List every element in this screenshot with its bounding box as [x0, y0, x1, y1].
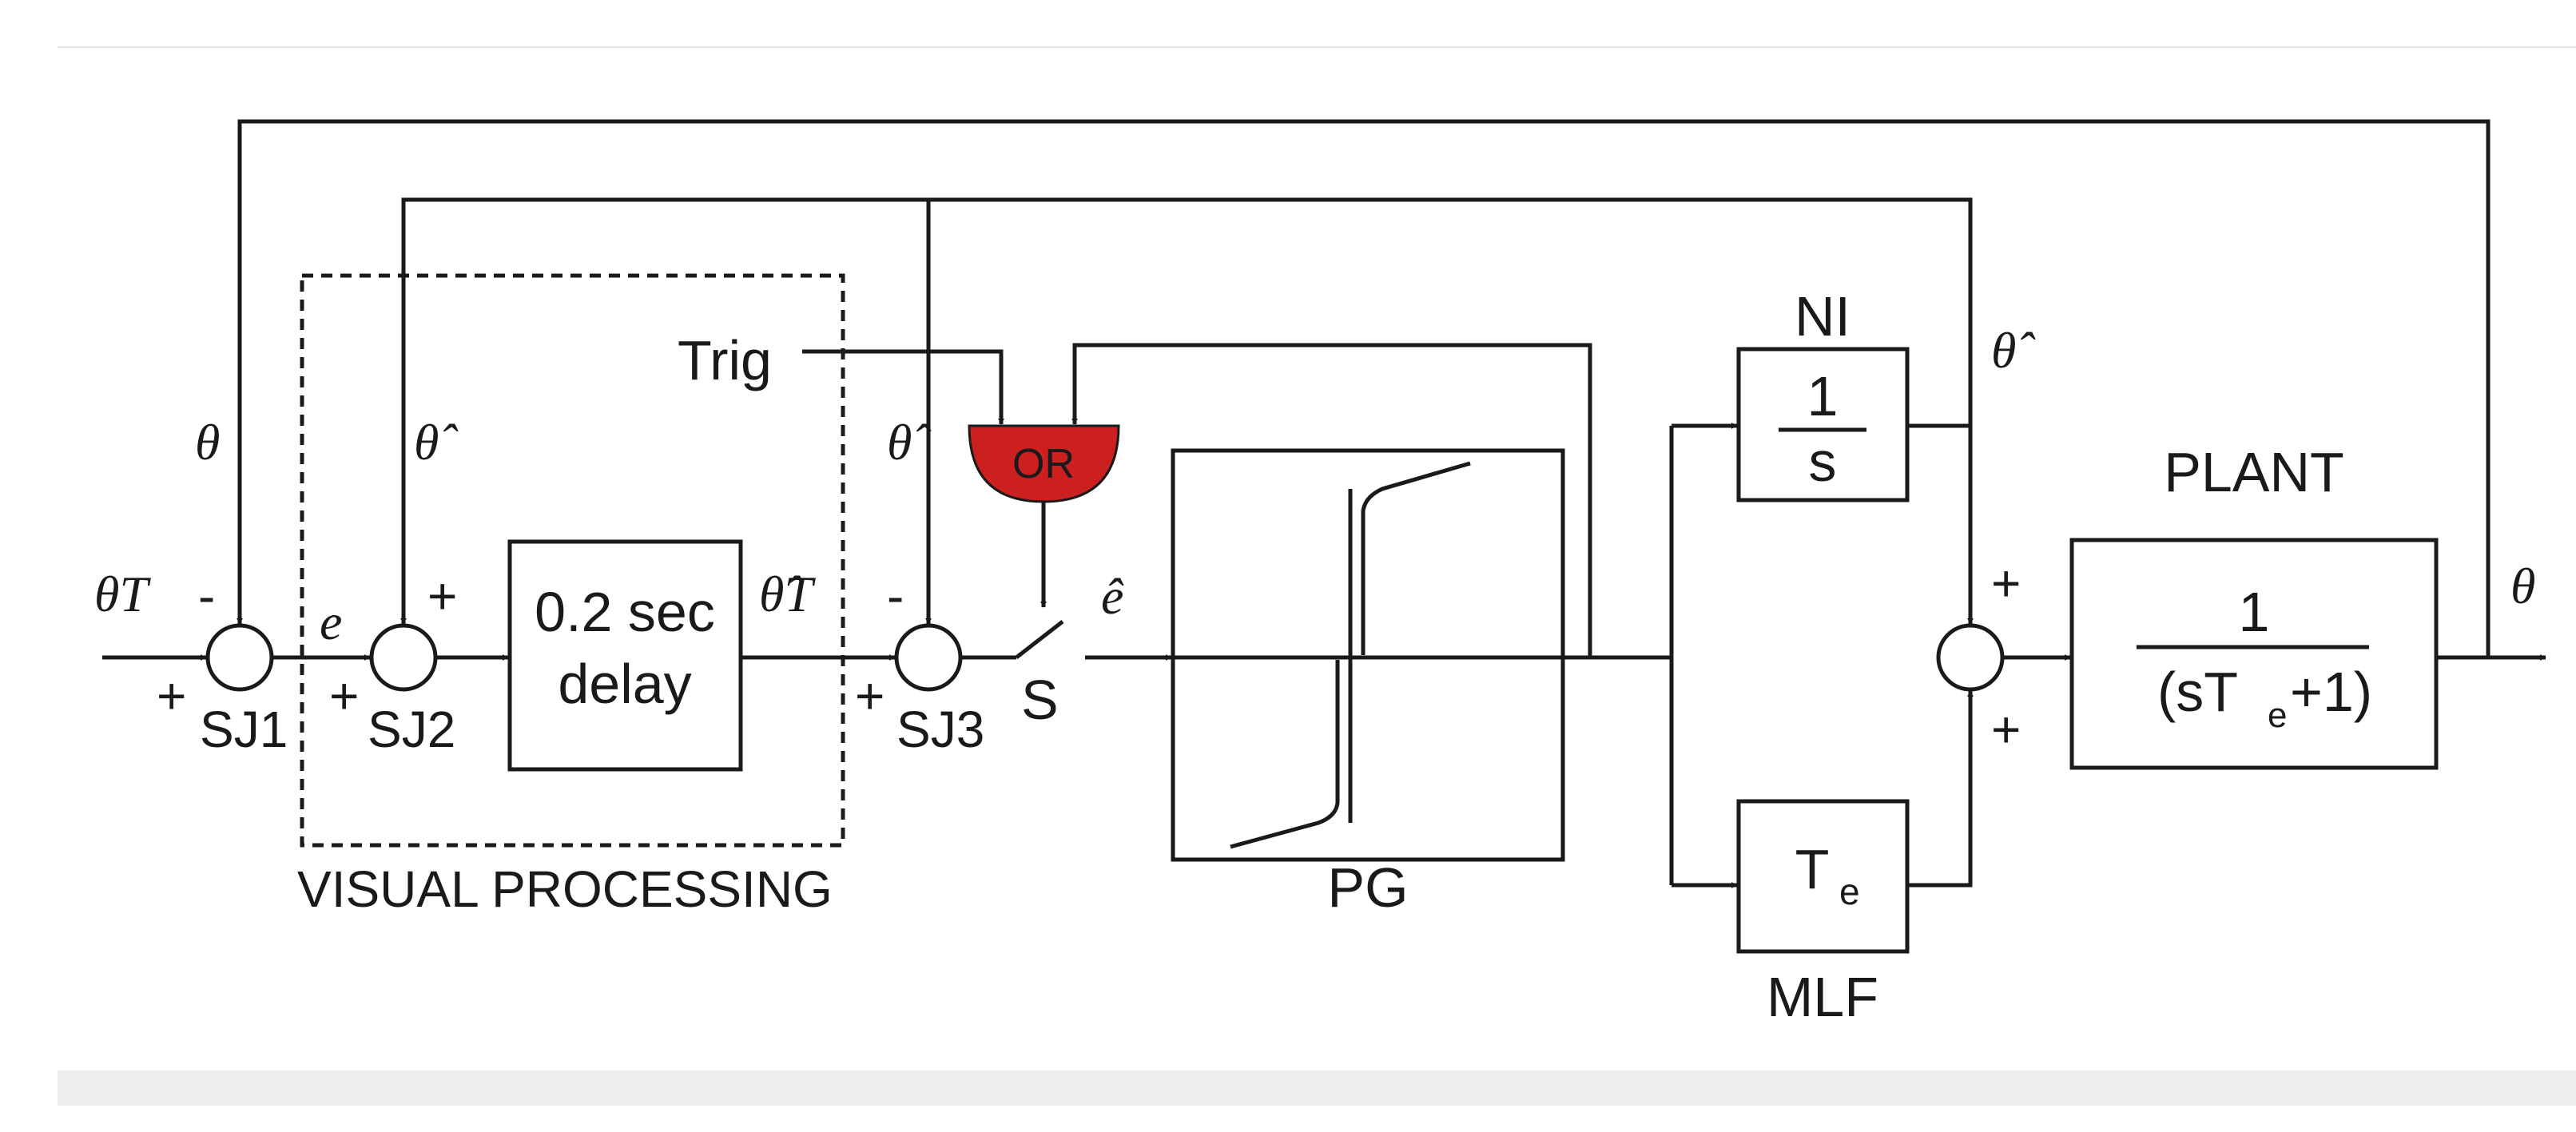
delay-label-line1: 0.2 sec: [535, 581, 715, 643]
summing-junction-sj1: [205, 623, 274, 692]
plant-title: PLANT: [2164, 441, 2344, 503]
trig-label: Trig: [678, 329, 772, 391]
wire-ni-out: [1907, 423, 1974, 625]
or-gate: [968, 424, 1120, 503]
delay-label-line2: delay: [558, 653, 691, 715]
pg-feedback-to-or: [1071, 343, 1592, 657]
plant-numerator: 1: [2239, 581, 2270, 643]
trig-line: [802, 349, 1004, 425]
pg-block: [1171, 448, 1565, 862]
sj1-label: SJ1: [200, 701, 288, 758]
plant-block: [2069, 538, 2439, 770]
ni-numerator: 1: [1807, 365, 1839, 427]
summing-junction-sj3: [894, 623, 963, 692]
pg-hysteresis-upper: [1361, 461, 1471, 655]
mlf-symbol: T: [1795, 838, 1830, 900]
theta-hat-sj2-label: θ̂: [414, 414, 458, 471]
summing-junction-output: [1936, 623, 2005, 692]
top-divider: [58, 46, 2576, 48]
theta-hat-feedback-loop: [400, 197, 1973, 625]
theta-output-label: θ: [2510, 558, 2535, 614]
error-label: e: [320, 594, 342, 650]
output-sum-plus-top: +: [1991, 554, 2021, 612]
switch-blade: [1015, 620, 1064, 659]
sj3-minus: -: [887, 567, 904, 625]
theta-t-label: θT: [94, 566, 151, 622]
pg-label: PG: [1327, 856, 1408, 919]
visual-processing-label: VISUAL PROCESSING: [297, 860, 833, 918]
mlf-title: MLF: [1767, 966, 1878, 1028]
bottom-band: [58, 1070, 2576, 1106]
output-sum-plus-bottom: +: [1991, 701, 2021, 758]
theta-feedback-label: θ: [195, 414, 220, 471]
mlf-block: [1736, 799, 1910, 954]
sj2-plus-top: +: [427, 567, 457, 625]
sj2-label: SJ2: [368, 701, 455, 758]
theta-hat-ni-label: θ̂: [1991, 322, 2035, 379]
error-hat-label: ê: [1101, 568, 1124, 625]
theta-feedback-loop: [237, 119, 2491, 657]
sj1-plus: +: [157, 667, 186, 725]
visual-processing-region: [300, 273, 845, 848]
plant-denominator-right: +1): [2290, 661, 2372, 723]
or-gate-label: OR: [1012, 441, 1075, 487]
summing-junction-sj2: [369, 623, 438, 692]
plant-denominator-sub: e: [2268, 696, 2287, 735]
plant-denominator-left: (sT: [2157, 661, 2238, 723]
wire-mlf-out: [1907, 690, 1974, 888]
sj3-plus: +: [855, 667, 885, 725]
pg-hysteresis-lower: [1230, 660, 1340, 849]
ni-title: NI: [1795, 285, 1851, 348]
theta-hat-t-label: θ̂T: [759, 566, 816, 622]
theta-hat-sj3-label: θ̂: [887, 414, 931, 471]
mlf-subscript: e: [1839, 871, 1860, 912]
sj3-label: SJ3: [896, 701, 984, 758]
sj1-minus: -: [198, 567, 215, 625]
switch-label: S: [1021, 669, 1059, 731]
sj2-plus-bottom: +: [329, 667, 359, 725]
ni-denominator: s: [1809, 431, 1837, 493]
